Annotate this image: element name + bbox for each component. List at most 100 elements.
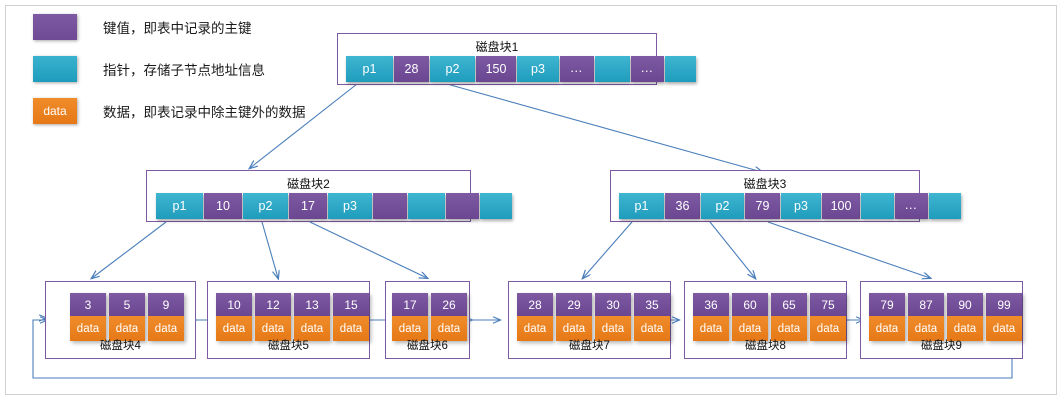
leaf-7-cells: 28 data 29 data 30 data 35 data xyxy=(517,293,673,341)
leaf-9-entry-3[interactable]: 99 data xyxy=(986,293,1022,341)
leaf-9-cells: 79 data 87 data 90 data 99 data xyxy=(869,293,1025,341)
leaf-7-entry-0[interactable]: 28 data xyxy=(517,293,553,341)
leaf-6-entry-0[interactable]: 17 data xyxy=(392,293,428,341)
n2-cell-4[interactable]: p3 xyxy=(328,193,372,219)
root-cell-5[interactable]: … xyxy=(560,56,594,82)
n3-cell-7[interactable]: … xyxy=(895,193,928,219)
leaf-6-key-1: 26 xyxy=(431,293,467,316)
leaf-7-data-1: data xyxy=(556,316,592,341)
leaf-4-entry-1[interactable]: 5 data xyxy=(109,293,145,341)
n2-cell-3[interactable]: 17 xyxy=(289,193,327,219)
leaf-node-8[interactable]: 36 data 60 data 65 data 75 data 磁盘块8 xyxy=(684,281,847,359)
leaf-8-data-0: data xyxy=(693,316,729,341)
n2-cell-8[interactable] xyxy=(480,193,512,219)
n3-cell-8[interactable] xyxy=(929,193,961,219)
leaf-8-entry-2[interactable]: 65 data xyxy=(771,293,807,341)
leaf-4-entry-0[interactable]: 3 data xyxy=(70,293,106,341)
pointer-color-swatch xyxy=(33,56,77,82)
leaf-7-data-0: data xyxy=(517,316,553,341)
n2-cell-1[interactable]: 10 xyxy=(204,193,242,219)
leaf-5-entry-1[interactable]: 12 data xyxy=(255,293,291,341)
leaf-4-key-2: 9 xyxy=(148,293,184,316)
node-internal-2[interactable]: 磁盘块2 p1 10 p2 17 p3 xyxy=(146,170,512,222)
leaf-9-data-2: data xyxy=(947,316,983,341)
root-cell-8[interactable] xyxy=(665,56,696,82)
leaf-9-entry-2[interactable]: 90 data xyxy=(947,293,983,341)
n3-cell-1[interactable]: 36 xyxy=(665,193,700,219)
n2-cell-0[interactable]: p1 xyxy=(156,193,203,219)
n2-cell-5[interactable] xyxy=(373,193,407,219)
node-internal-3[interactable]: 磁盘块3 p1 36 p2 79 p3 100 … xyxy=(610,170,961,222)
n3-cell-4[interactable]: p3 xyxy=(781,193,821,219)
leaf-6-entry-1[interactable]: 26 data xyxy=(431,293,467,341)
node-root[interactable]: 磁盘块1 p1 28 p2 150 p3 … … xyxy=(337,33,696,85)
leaf-6-key-0: 17 xyxy=(392,293,428,316)
leaf-5-entry-3[interactable]: 15 data xyxy=(333,293,369,341)
n2-cell-6[interactable] xyxy=(408,193,445,219)
legend-item-pointer: 指针，存储子节点地址信息 xyxy=(33,56,306,82)
leaf-4-data-2: data xyxy=(148,316,184,341)
node-internal-2-title: 磁盘块2 xyxy=(287,177,330,191)
root-cell-7-label: … xyxy=(640,59,655,75)
root-cell-4[interactable]: p3 xyxy=(517,56,559,82)
leaf-9-key-3: 99 xyxy=(986,293,1022,316)
node-root-cells: p1 28 p2 150 p3 … … xyxy=(346,56,697,82)
leaf-8-entry-3[interactable]: 75 data xyxy=(810,293,846,341)
leaf-6-data-1: data xyxy=(431,316,467,341)
leaf-8-data-2: data xyxy=(771,316,807,341)
leaf-node-5[interactable]: 10 data 12 data 13 data 15 data 磁盘块5 xyxy=(207,281,370,359)
leaf-node-9[interactable]: 79 data 87 data 90 data 99 data 磁盘块9 xyxy=(860,281,1023,359)
n3-cell-6[interactable] xyxy=(861,193,894,219)
leaf-8-cells: 36 data 60 data 65 data 75 data xyxy=(693,293,849,341)
leaf-7-entry-1[interactable]: 29 data xyxy=(556,293,592,341)
leaf-8-entry-1[interactable]: 60 data xyxy=(732,293,768,341)
leaf-node-7[interactable]: 28 data 29 data 30 data 35 data 磁盘块7 xyxy=(508,281,671,359)
leaf-7-key-1: 29 xyxy=(556,293,592,316)
leaf-node-4[interactable]: 3 data 5 data 9 data 磁盘块4 xyxy=(45,281,196,359)
leaf-9-data-0: data xyxy=(869,316,905,341)
root-cell-1[interactable]: 28 xyxy=(394,56,429,82)
leaf-4-key-1: 5 xyxy=(109,293,145,316)
leaf-9-entry-1[interactable]: 87 data xyxy=(908,293,944,341)
leaf-8-entry-0[interactable]: 36 data xyxy=(693,293,729,341)
leaf-5-data-2: data xyxy=(294,316,330,341)
data-color-swatch: data xyxy=(33,98,77,124)
leaf-5-entry-2[interactable]: 13 data xyxy=(294,293,330,341)
leaf-7-key-0: 28 xyxy=(517,293,553,316)
leaf-4-cells: 3 data 5 data 9 data xyxy=(70,293,187,341)
legend-label-pointer: 指针，存储子节点地址信息 xyxy=(103,63,265,78)
leaf-6-data-0: data xyxy=(392,316,428,341)
n2-cell-2[interactable]: p2 xyxy=(243,193,288,219)
legend-label-data: 数据，即表记录中除主键外的数据 xyxy=(103,105,306,120)
leaf-node-6[interactable]: 17 data 26 data 磁盘块6 xyxy=(385,281,470,359)
leaf-node-4-title: 磁盘块4 xyxy=(100,340,141,352)
legend-item-key: 键值，即表中记录的主键 xyxy=(33,14,306,40)
n3-cell-3[interactable]: 79 xyxy=(745,193,780,219)
root-cell-0[interactable]: p1 xyxy=(346,56,393,82)
leaf-7-entry-2[interactable]: 30 data xyxy=(595,293,631,341)
node-internal-2-cells: p1 10 p2 17 p3 xyxy=(156,193,513,219)
leaf-5-entry-0[interactable]: 10 data xyxy=(216,293,252,341)
leaf-4-data-0: data xyxy=(70,316,106,341)
leaf-8-key-0: 36 xyxy=(693,293,729,316)
node-internal-3-cells: p1 36 p2 79 p3 100 … xyxy=(619,193,962,219)
leaf-6-cells: 17 data 26 data xyxy=(392,293,470,341)
leaf-9-entry-0[interactable]: 79 data xyxy=(869,293,905,341)
n3-cell-5[interactable]: 100 xyxy=(822,193,860,219)
root-cell-7[interactable]: … xyxy=(631,56,664,82)
leaf-8-data-1: data xyxy=(732,316,768,341)
leaf-7-entry-3[interactable]: 35 data xyxy=(634,293,670,341)
n3-cell-0[interactable]: p1 xyxy=(619,193,664,219)
leaf-node-8-title: 磁盘块8 xyxy=(745,340,786,352)
n2-cell-7[interactable] xyxy=(446,193,479,219)
root-cell-2[interactable]: p2 xyxy=(430,56,475,82)
leaf-5-data-1: data xyxy=(255,316,291,341)
n3-cell-2[interactable]: p2 xyxy=(701,193,744,219)
leaf-4-entry-2[interactable]: 9 data xyxy=(148,293,184,341)
root-cell-3[interactable]: 150 xyxy=(476,56,516,82)
leaf-7-data-3: data xyxy=(634,316,670,341)
leaf-5-data-3: data xyxy=(333,316,369,341)
leaf-9-key-2: 90 xyxy=(947,293,983,316)
root-cell-6[interactable] xyxy=(595,56,630,82)
